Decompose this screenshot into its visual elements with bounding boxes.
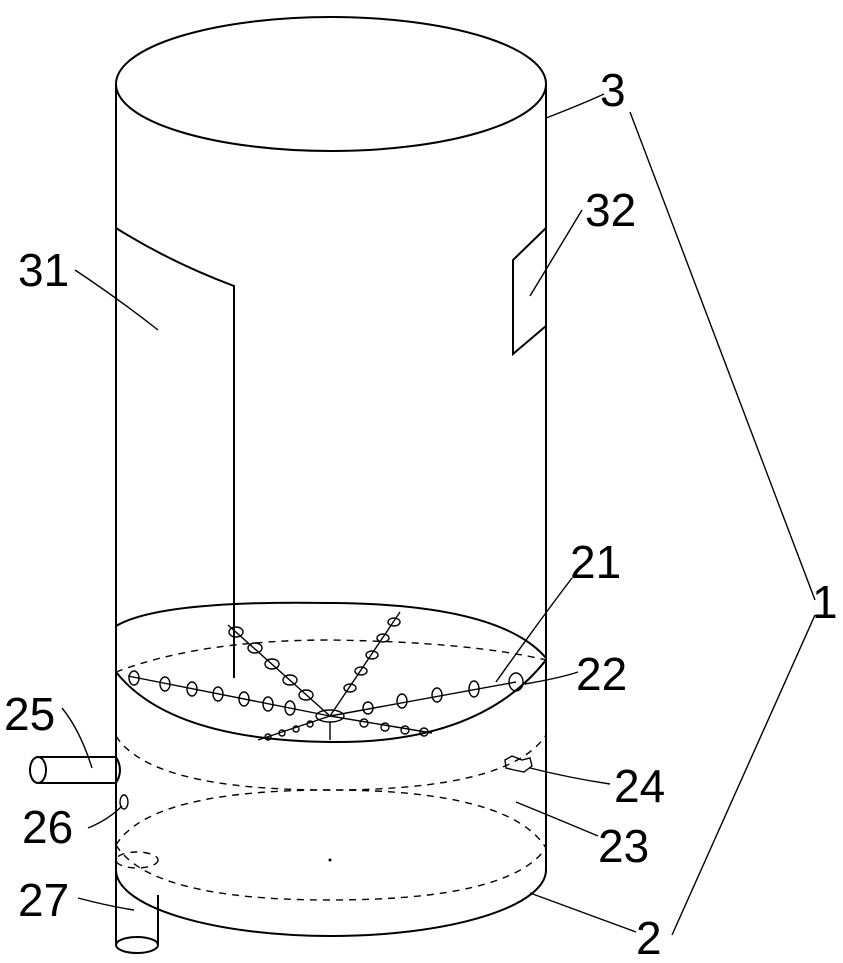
spray-arm-left bbox=[127, 675, 331, 717]
outlet-pipe-top-hidden bbox=[115, 851, 159, 869]
spray-arm-lower-left bbox=[257, 715, 331, 741]
nozzle bbox=[354, 666, 368, 676]
spray-arm-lower-right bbox=[329, 715, 433, 734]
leader-24 bbox=[529, 767, 611, 785]
nozzle bbox=[159, 676, 171, 692]
nozzle bbox=[128, 670, 140, 686]
nozzle bbox=[278, 729, 286, 737]
fitting-24 bbox=[504, 755, 533, 773]
nozzle bbox=[343, 683, 357, 693]
nozzle bbox=[400, 725, 410, 735]
leader-32 bbox=[529, 209, 583, 297]
leader-23 bbox=[515, 801, 599, 837]
nozzle bbox=[380, 722, 390, 732]
nozzle bbox=[264, 733, 272, 741]
nozzle bbox=[376, 633, 390, 643]
label-23: 23 bbox=[598, 820, 649, 872]
inner-plate-31 bbox=[115, 227, 235, 678]
spray-arm-upper-right bbox=[329, 611, 401, 717]
leader-21 bbox=[495, 577, 573, 683]
nozzle bbox=[298, 689, 314, 701]
leader-27 bbox=[77, 897, 135, 911]
leader-1-lower bbox=[671, 614, 816, 936]
label-22: 22 bbox=[576, 648, 627, 700]
disc-front-arc bbox=[115, 659, 547, 744]
nozzle bbox=[262, 696, 274, 712]
cylinder-body bbox=[115, 16, 547, 937]
leader-1-upper bbox=[629, 111, 816, 601]
label-1: 1 bbox=[812, 576, 838, 628]
outlet-pipe-opening bbox=[115, 936, 159, 954]
disc-back-arc bbox=[115, 601, 547, 659]
nozzle bbox=[419, 727, 429, 737]
leader-lines bbox=[61, 93, 816, 936]
label-3: 3 bbox=[600, 64, 626, 116]
leader-26 bbox=[87, 805, 123, 829]
cylinder-bottom-arc bbox=[115, 869, 547, 937]
chamber-upper-dash bbox=[115, 734, 547, 791]
chamber-lower-dash bbox=[115, 789, 547, 849]
nozzle bbox=[238, 691, 250, 707]
leader-22 bbox=[524, 671, 579, 685]
outlet-pipe-27 bbox=[115, 851, 159, 954]
nozzle-22 bbox=[508, 672, 524, 692]
spray-arm-upper-left bbox=[227, 624, 331, 717]
label-32: 32 bbox=[585, 184, 636, 236]
part-labels: 3 32 31 21 22 1 24 23 2 25 26 27 bbox=[4, 64, 838, 963]
nozzle bbox=[292, 725, 300, 733]
nozzle bbox=[365, 650, 379, 660]
disc-hidden-arc bbox=[115, 639, 547, 673]
chamber-bottom-dash bbox=[115, 844, 547, 901]
nozzle bbox=[387, 617, 401, 627]
nozzle bbox=[362, 701, 374, 715]
center-mark bbox=[328, 858, 332, 862]
inlet-pipe-end bbox=[29, 756, 47, 784]
nozzle bbox=[282, 674, 298, 686]
label-25: 25 bbox=[4, 688, 55, 740]
nozzle bbox=[186, 681, 198, 697]
leader-2 bbox=[529, 892, 637, 933]
label-31: 31 bbox=[18, 244, 69, 296]
nozzle bbox=[396, 693, 408, 709]
inlet-pipe-joint bbox=[115, 756, 121, 784]
nozzle bbox=[264, 658, 280, 670]
label-24: 24 bbox=[614, 760, 665, 812]
cylinder-top-ellipse bbox=[115, 16, 547, 152]
spray-arms-21 bbox=[127, 611, 524, 741]
nozzle bbox=[212, 686, 224, 702]
nozzle bbox=[306, 720, 314, 728]
label-27: 27 bbox=[18, 874, 69, 926]
leader-31 bbox=[74, 269, 159, 331]
label-2: 2 bbox=[636, 912, 662, 963]
label-21: 21 bbox=[570, 536, 621, 588]
leader-25 bbox=[61, 707, 93, 769]
leader-3 bbox=[545, 93, 605, 119]
valve-26 bbox=[119, 794, 129, 810]
label-26: 26 bbox=[22, 801, 73, 853]
nozzle bbox=[228, 626, 244, 638]
nozzle bbox=[247, 642, 263, 654]
side-window-32 bbox=[512, 227, 547, 357]
nozzle bbox=[359, 718, 369, 728]
spray-arm-right bbox=[329, 681, 517, 717]
nozzle bbox=[431, 687, 443, 703]
nozzle bbox=[468, 680, 480, 698]
inlet-pipe-25 bbox=[29, 756, 121, 784]
nozzle bbox=[284, 700, 296, 716]
